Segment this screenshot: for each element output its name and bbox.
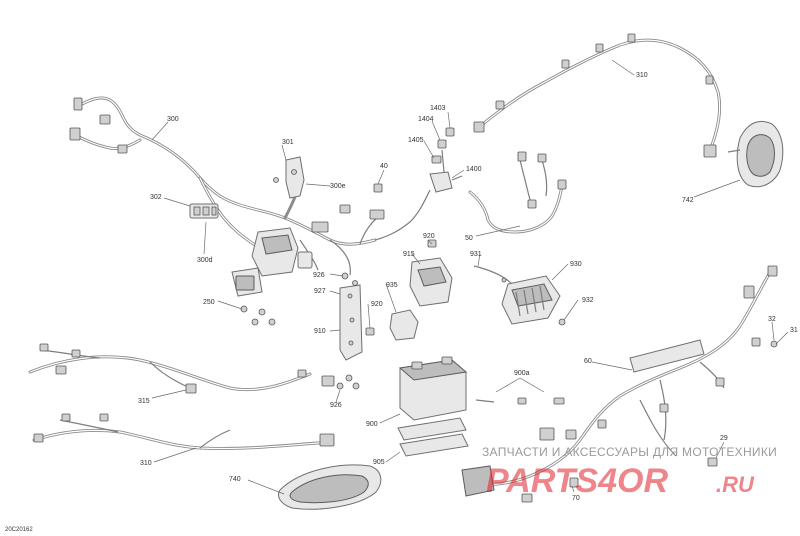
callout-70: 70 [572,495,580,502]
taillight-740 [278,464,382,510]
watermark: ЗАПЧАСТИ И АКСЕССУАРЫ ДЛЯ МОТОТЕХНИКИ PA… [482,445,777,500]
callout-60: 60 [584,358,592,365]
callout-40: 40 [380,163,388,170]
callout-931: 931 [470,251,482,258]
callout-300d: 300d [197,257,213,264]
callout-930: 930 [570,261,582,268]
watermark-tagline: ЗАПЧАСТИ И АКСЕССУАРЫ ДЛЯ МОТОТЕХНИКИ [482,445,777,459]
callout-926-top: 926 [313,272,325,279]
harness-315 [28,343,335,394]
fasteners-250 [240,305,276,326]
callout-926-bottom: 926 [330,402,342,409]
battery-area [336,239,469,457]
callout-932: 932 [582,297,594,304]
callout-310-bottom: 310 [140,460,152,467]
callout-915: 915 [403,251,415,258]
callout-1405: 1405 [408,137,424,144]
drawing-code: 20C20162 [5,527,33,533]
harness-310-bottom [32,413,335,451]
callout-31: 31 [790,327,798,334]
callout-301: 301 [282,139,294,146]
battery-hardware-900a [475,377,565,405]
callout-900: 900 [366,421,378,428]
harness-60 [461,265,778,503]
callout-935: 935 [386,282,398,289]
callout-labels: 300 301 300e 302 300d 250 40 1403 1404 1… [5,72,798,533]
callout-1403: 1403 [430,105,446,112]
callout-250: 250 [203,299,215,306]
callout-315: 315 [138,398,150,405]
callout-50: 50 [465,235,473,242]
watermark-logo-main: PARTS4OR [486,462,668,500]
callout-740: 740 [229,476,241,483]
callout-300: 300 [167,116,179,123]
headlight-742 [727,120,784,188]
callout-1400: 1400 [466,166,482,173]
callout-29: 29 [720,435,728,442]
harness-50 [468,151,567,234]
watermark-logo-suffix: .RU [716,472,755,497]
callout-310-top: 310 [636,72,648,79]
callout-927: 927 [314,288,326,295]
callout-920-top: 920 [423,233,435,240]
sensor-1400-assembly [429,127,463,193]
main-harness-300 [69,96,431,297]
connector-bracket-302 [189,203,219,219]
callout-742: 742 [682,197,694,204]
leader-lines [151,59,789,495]
callout-1404: 1404 [418,116,434,123]
callout-900a: 900a [514,370,530,377]
voltage-regulator-930 [473,265,566,326]
bracket-301 [273,156,305,199]
callout-920-bottom: 920 [371,301,383,308]
callout-905: 905 [373,459,385,466]
clip-40 [373,183,383,193]
callout-302: 302 [150,194,162,201]
harness-310-top [473,33,722,158]
callout-32: 32 [768,316,776,323]
callout-910: 910 [314,328,326,335]
callout-300e: 300e [330,183,346,190]
